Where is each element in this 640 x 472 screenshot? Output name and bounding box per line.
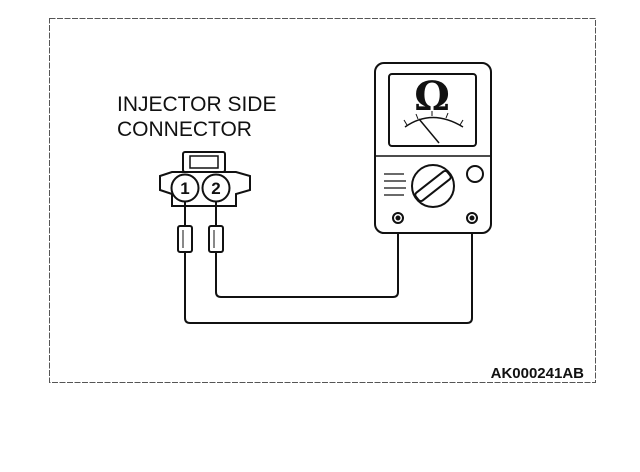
zero-adjust-knob	[466, 165, 484, 183]
ohmmeter	[374, 62, 492, 234]
test-probes	[177, 202, 224, 253]
connector-label-line1: INJECTOR SIDE	[117, 93, 276, 116]
pin-1-terminal	[170, 173, 200, 203]
pin-2-label: 2	[211, 179, 220, 198]
figure-code: AK000241AB	[491, 365, 585, 382]
pin-2-terminal	[201, 173, 231, 203]
pin-1-label: 1	[180, 179, 189, 198]
injector-connector	[159, 151, 251, 207]
connector-label-line2: CONNECTOR	[117, 118, 252, 141]
test-leads	[184, 222, 473, 324]
diagram-frame	[49, 18, 596, 383]
ohm-symbol: Ω	[414, 73, 450, 120]
